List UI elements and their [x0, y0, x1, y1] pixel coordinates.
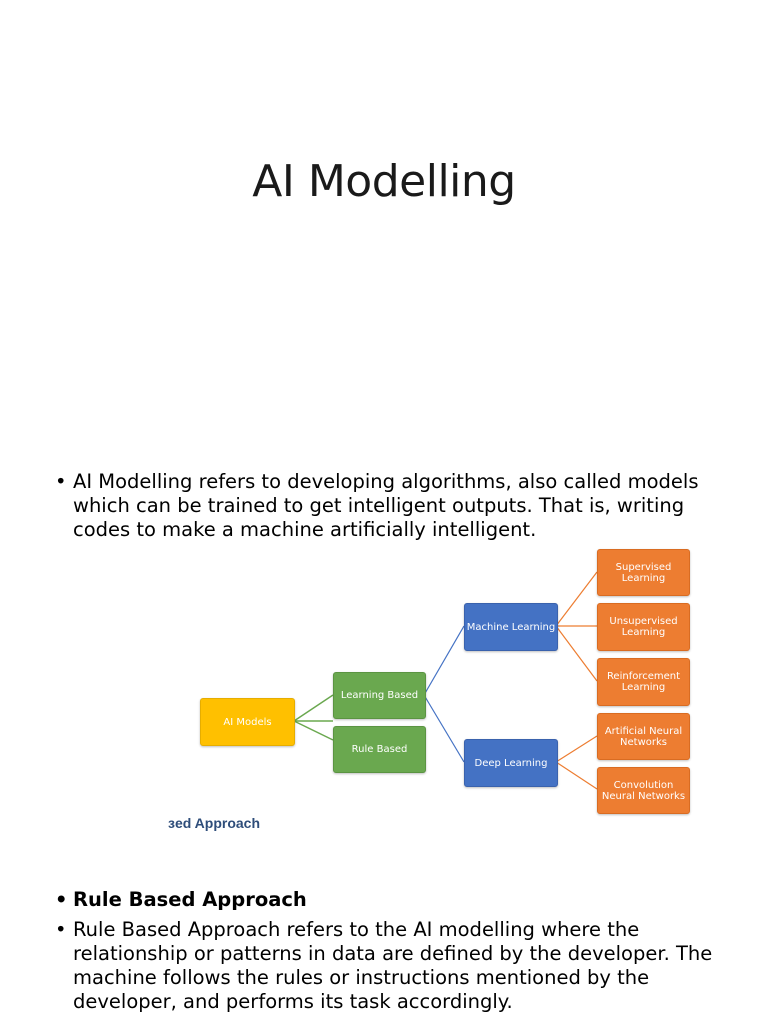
- node-supervised-learning: Supervised Learning: [597, 549, 690, 596]
- intro-bullet: • AI Modelling refers to developing algo…: [55, 470, 735, 542]
- node-deep-learning: Deep Learning: [464, 739, 558, 787]
- connector-learning-ml: [423, 625, 465, 696]
- rule-based-body-bullet: • Rule Based Approach refers to the AI m…: [55, 918, 735, 1014]
- node-learning-based: Learning Based: [333, 672, 426, 719]
- connector-ml-supervised: [555, 571, 598, 627]
- bullet-icon: •: [55, 470, 67, 493]
- node-ai-models: AI Models: [200, 698, 295, 746]
- connector-ml-reinforcement: [555, 625, 598, 682]
- rule-based-body: Rule Based Approach refers to the AI mod…: [73, 918, 713, 1013]
- bullet-icon: •: [55, 888, 68, 911]
- bullet-icon: •: [55, 918, 67, 941]
- rule-based-heading: Rule Based Approach: [73, 888, 307, 911]
- node-unsupervised-learning: Unsupervised Learning: [597, 603, 690, 651]
- connector-root-rule: [293, 720, 334, 741]
- connector-learning-dl: [423, 694, 465, 763]
- connector-dl-ann: [555, 735, 598, 763]
- node-reinforcement-learning: Reinforcement Learning: [597, 658, 690, 706]
- rule-based-heading-bullet: • Rule Based Approach: [55, 888, 735, 912]
- node-convolution-neural-networks: Convolution Neural Networks: [597, 767, 690, 814]
- connector-root-learning-2: [293, 694, 334, 722]
- slide-title: AI Modelling: [252, 156, 516, 207]
- connector-dl-cnn: [555, 761, 598, 790]
- diagram-connectors: [293, 571, 598, 790]
- node-rule-based: Rule Based: [333, 726, 426, 773]
- node-artificial-neural-networks: Artificial Neural Networks: [597, 713, 690, 760]
- cropped-approach-caption: ɜed Approach: [168, 815, 261, 831]
- node-machine-learning: Machine Learning: [464, 603, 558, 651]
- ai-models-diagram: AI Models Learning Based Rule Based Mach…: [0, 540, 768, 840]
- intro-text: AI Modelling refers to developing algori…: [73, 470, 699, 541]
